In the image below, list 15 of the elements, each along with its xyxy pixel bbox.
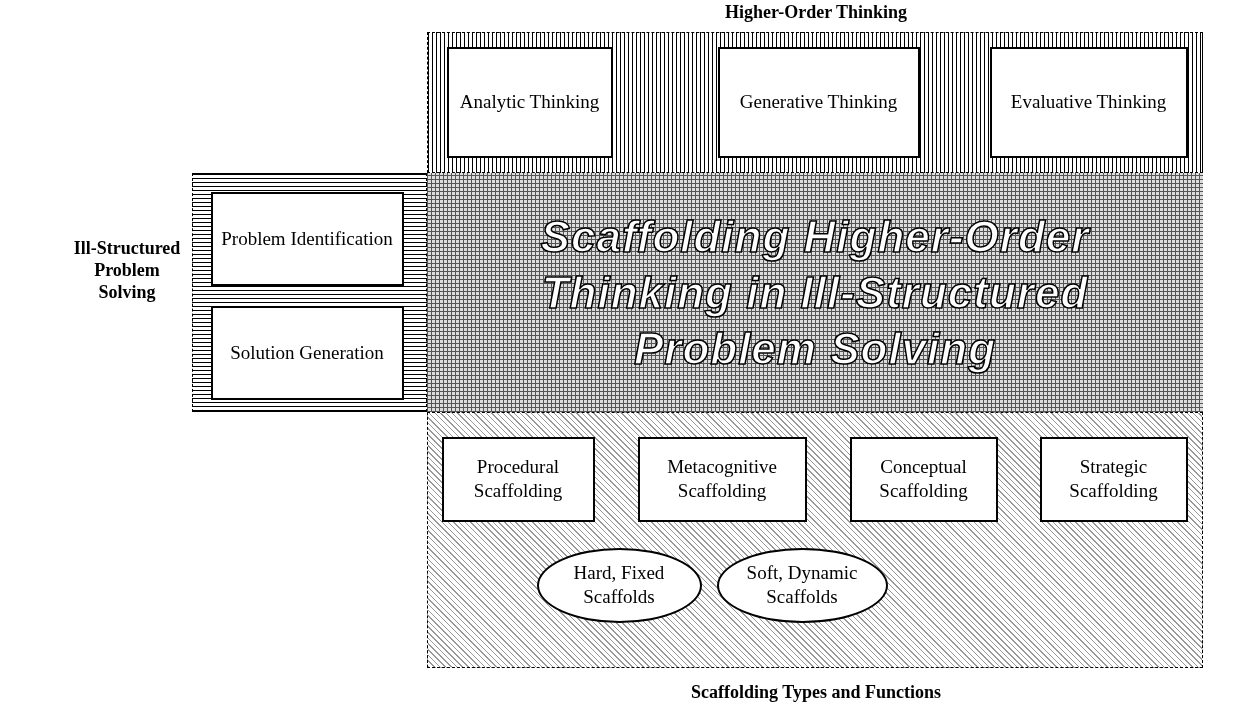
process-box: Strategic Scaffolding	[1039, 436, 1188, 522]
process-box: Metacognitive Scaffolding	[637, 436, 807, 522]
ellipse-node: Soft, Dynamic Scaffolds	[716, 547, 888, 623]
process-box: Procedural Scaffolding	[441, 436, 595, 522]
process-box: Generative Thinking	[717, 46, 920, 158]
process-box: Conceptual Scaffolding	[849, 436, 998, 522]
process-box: Evaluative Thinking	[989, 46, 1188, 158]
group-heading: Ill-Structured Problem Solving	[72, 237, 182, 303]
group-heading: Scaffolding Types and Functions	[690, 681, 942, 703]
process-box: Solution Generation	[210, 305, 404, 400]
process-box: Analytic Thinking	[446, 46, 613, 158]
central-panel	[427, 173, 1203, 412]
process-box: Problem Identification	[210, 191, 404, 286]
ellipse-node: Hard, Fixed Scaffolds	[536, 547, 702, 623]
group-heading: Higher-Order Thinking	[723, 1, 909, 23]
